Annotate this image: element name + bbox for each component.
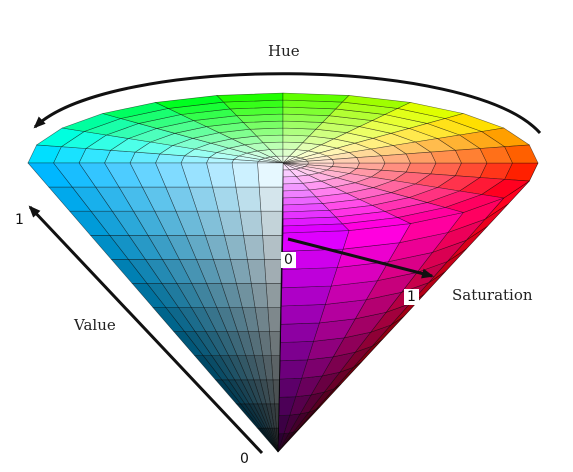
cone-facet [265,283,282,308]
cone-facet [263,258,282,284]
hue-saturation-disk [27,92,539,234]
cutaway-value-saturation-slice [27,162,284,453]
cone-facet [381,153,411,164]
cone-facet [279,340,314,362]
cone-facet [235,186,262,212]
hue-arrow [33,72,542,135]
cone-facet [262,235,283,260]
cone-facet [258,186,283,212]
saturation-arrow [287,237,434,279]
cone-facet [231,162,260,188]
cone-facet [267,307,281,332]
value-label: Value [74,316,116,334]
saturation-axis-end-tick: 1 [404,289,419,305]
cone-facet [504,144,539,164]
cone-facet [280,322,320,343]
cone-facet [260,210,283,236]
cone-facet [27,162,73,188]
saturation-label: Saturation [452,286,533,304]
cone-facet [281,267,338,289]
value-axis-bottom-tick: 0 [240,451,249,467]
cone-facet [280,304,326,325]
cone-facet [280,285,332,307]
hue-label: Hue [268,42,300,60]
value-axis-top-tick: 1 [15,212,24,228]
cone-facet [257,162,284,188]
value-arrow [28,205,264,455]
saturation-axis-start-tick: 0 [281,252,296,268]
